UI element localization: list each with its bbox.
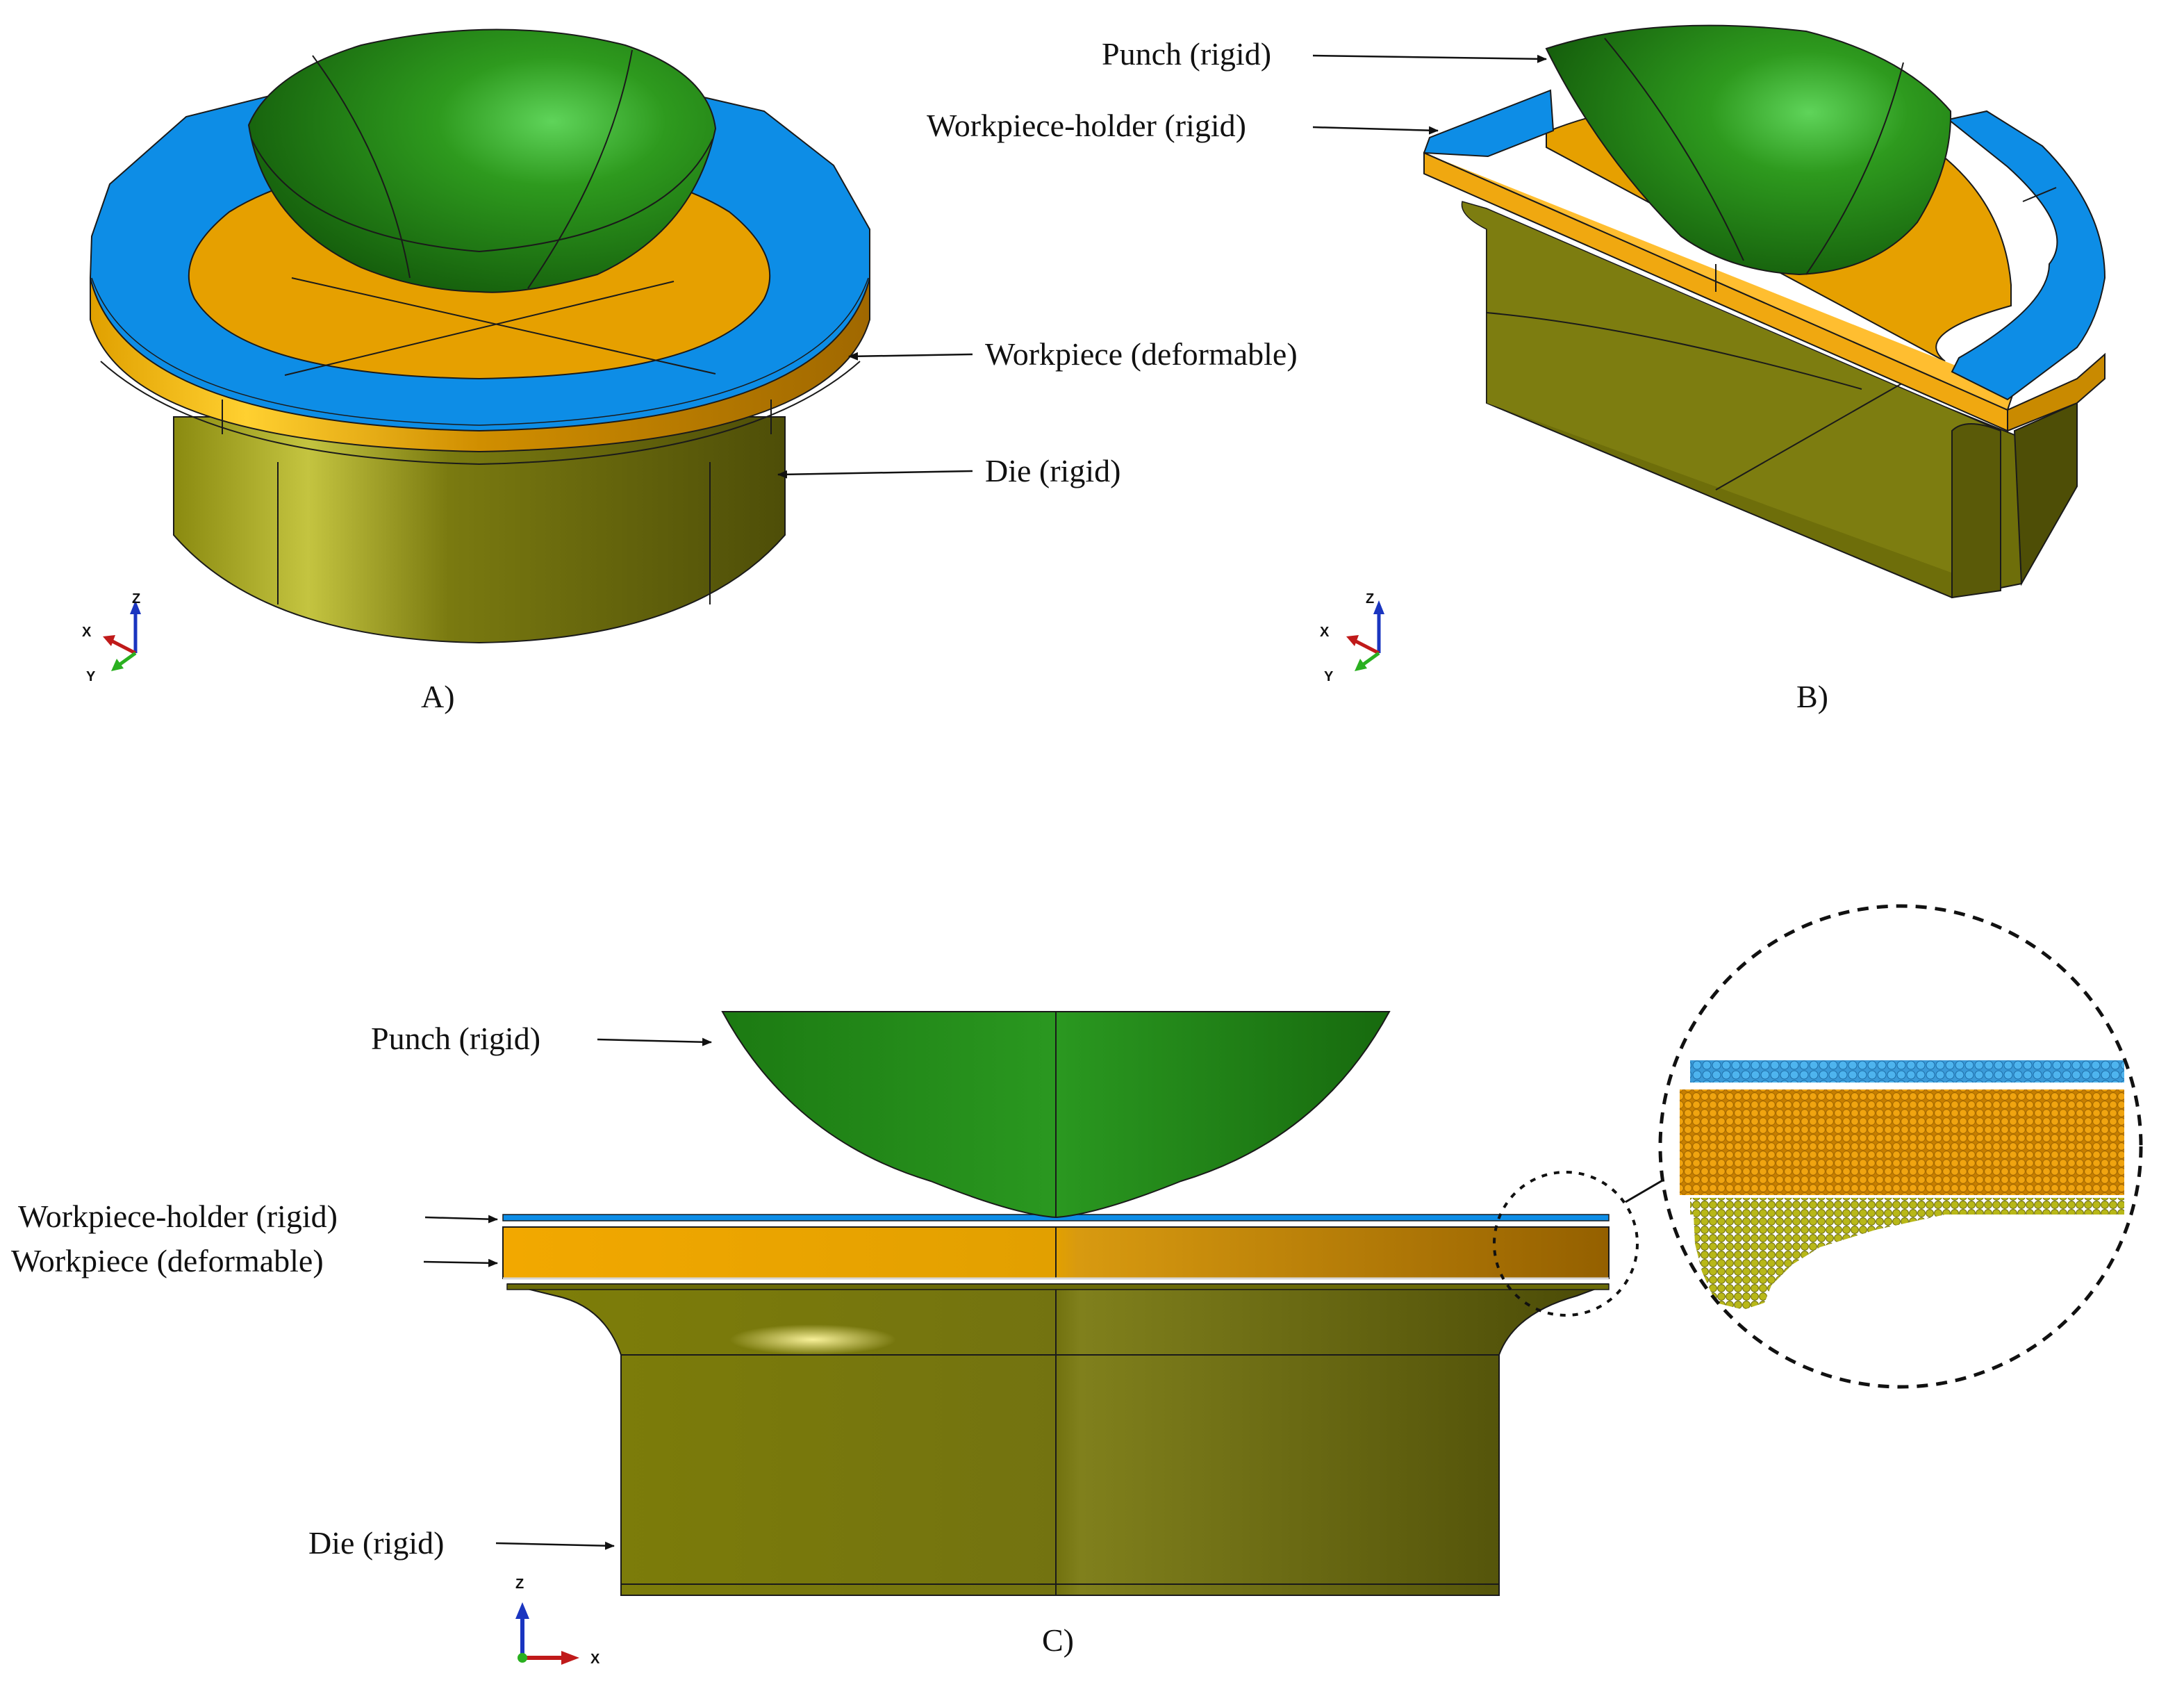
particles-holder [1690, 1060, 2124, 1083]
arrow-holder-c [424, 1215, 498, 1224]
label-workpiece-a: Workpiece (deformable) [985, 336, 1298, 372]
axis-x-label-c: X [590, 1652, 600, 1667]
axis-x-a [110, 639, 137, 655]
axis-y-a [117, 651, 137, 668]
axis-z-label-b: Z [1366, 591, 1374, 607]
panel-c: Z X Punch (rigid) Workpiece-holder (rigi… [11, 904, 2143, 1667]
die-c [506, 1283, 1610, 1596]
label-holder-c: Workpiece-holder (rigid) [18, 1199, 338, 1234]
arrow-die-a [777, 470, 973, 479]
workpiece-c [502, 1226, 1610, 1280]
annotations-a: Workpiece (deformable) Die (rigid) A) [421, 336, 1298, 714]
axis-y-label-b: Y [1324, 669, 1334, 684]
label-workpiece-c: Workpiece (deformable) [11, 1243, 324, 1278]
caption-b: B) [1796, 679, 1828, 714]
panel-a: Z X Y Workpiece (deformable) Die (rigid)… [82, 28, 1298, 714]
arrow-punch-c [597, 1037, 712, 1046]
particles-die [1690, 1198, 2124, 1310]
punch-b [1545, 24, 1952, 276]
axis-x-b [1353, 639, 1380, 655]
axis-triad-b: Z X Y [1320, 591, 1384, 684]
annotations-c: Punch (rigid) Workpiece-holder (rigid) W… [11, 1021, 1074, 1658]
zoom-source-circle [1493, 1171, 1639, 1317]
punch-a [247, 28, 717, 293]
arrow-punch-b [1312, 54, 1547, 63]
axis-z-label-a: Z [132, 591, 140, 607]
axis-x-label-a: X [82, 625, 92, 640]
zoom-callout-c [1493, 904, 2143, 1389]
axis-triad-a: Z X Y [82, 591, 141, 684]
caption-a: A) [421, 679, 455, 714]
arrow-die-c [495, 1541, 615, 1550]
annotations-b: Punch (rigid) Workpiece-holder (rigid) B… [927, 36, 1828, 714]
label-holder-b: Workpiece-holder (rigid) [927, 108, 1246, 143]
die-a [173, 416, 786, 644]
arrow-holder-b [1312, 126, 1439, 135]
label-die-a: Die (rigid) [985, 453, 1120, 488]
axis-z-label-c: Z [515, 1577, 524, 1592]
axis-x-label-b: X [1320, 625, 1330, 640]
label-punch-b: Punch (rigid) [1102, 36, 1271, 72]
punch-c [721, 1011, 1391, 1219]
particles-workpiece [1680, 1089, 2124, 1195]
axis-triad-c: Z X [515, 1577, 600, 1667]
zoom-particles [1660, 906, 2141, 1387]
arrow-workpiece-a [848, 352, 973, 361]
die-b [1461, 201, 2078, 599]
caption-c: C) [1042, 1622, 1074, 1658]
holder-b [1423, 89, 2106, 401]
panel-b: Z X Y Punch (rigid) Workpiece-holder (ri… [927, 24, 2106, 714]
label-die-c: Die (rigid) [308, 1525, 444, 1561]
label-punch-c: Punch (rigid) [371, 1021, 540, 1056]
axis-y-b [1360, 651, 1380, 668]
arrow-workpiece-c [423, 1258, 498, 1267]
axis-y-label-a: Y [86, 669, 96, 684]
zoom-magnified-circle [1658, 904, 2143, 1389]
